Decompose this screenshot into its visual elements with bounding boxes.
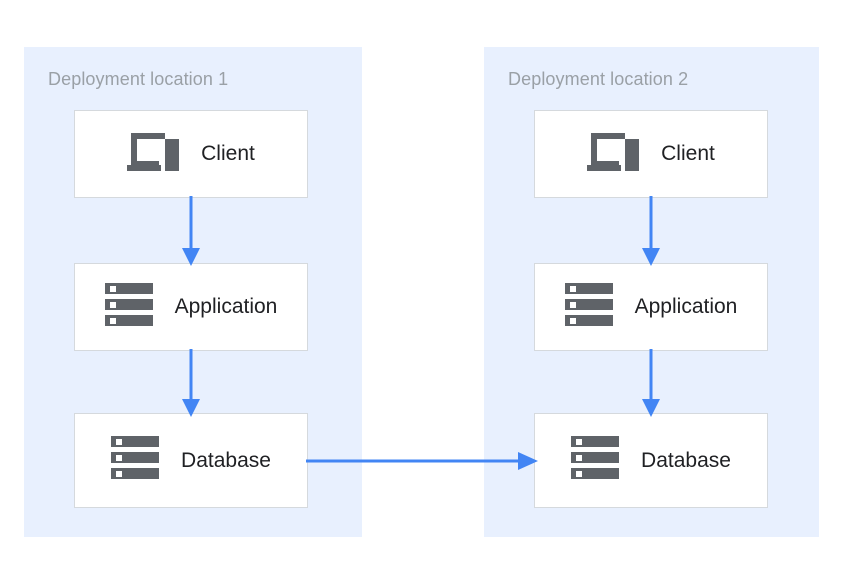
- arrow-client-1-to-application-1: [176, 196, 206, 266]
- node-database-2[interactable]: Database: [534, 413, 768, 508]
- server-icon: [104, 282, 153, 332]
- server-icon: [571, 436, 620, 485]
- node-label-application-1: Application: [174, 295, 278, 318]
- arrow-database-1-to-database-2: [306, 447, 538, 475]
- zone-label-deployment-location-1: Deployment location 1: [48, 69, 229, 89]
- server-icon: [564, 282, 613, 332]
- node-client-1[interactable]: Client: [74, 110, 308, 198]
- node-application-2[interactable]: Application: [534, 263, 768, 351]
- node-label-database-1: Database: [181, 448, 271, 472]
- server-icon: [111, 436, 160, 485]
- node-label-client-1: Client: [201, 142, 255, 165]
- node-label-database-2: Database: [641, 448, 731, 472]
- arrow-client-2-to-application-2: [636, 196, 666, 266]
- devices-icon: [127, 131, 180, 178]
- zone-label-deployment-location-2: Deployment location 2: [508, 69, 689, 89]
- node-application-1[interactable]: Application: [74, 263, 308, 351]
- node-database-1[interactable]: Database: [74, 413, 308, 508]
- arrow-application-2-to-database-2: [636, 349, 666, 417]
- node-label-application-2: Application: [634, 295, 738, 318]
- node-client-2[interactable]: Client: [534, 110, 768, 198]
- arrow-application-1-to-database-1: [176, 349, 206, 417]
- node-label-client-2: Client: [661, 142, 715, 165]
- devices-icon: [587, 131, 640, 178]
